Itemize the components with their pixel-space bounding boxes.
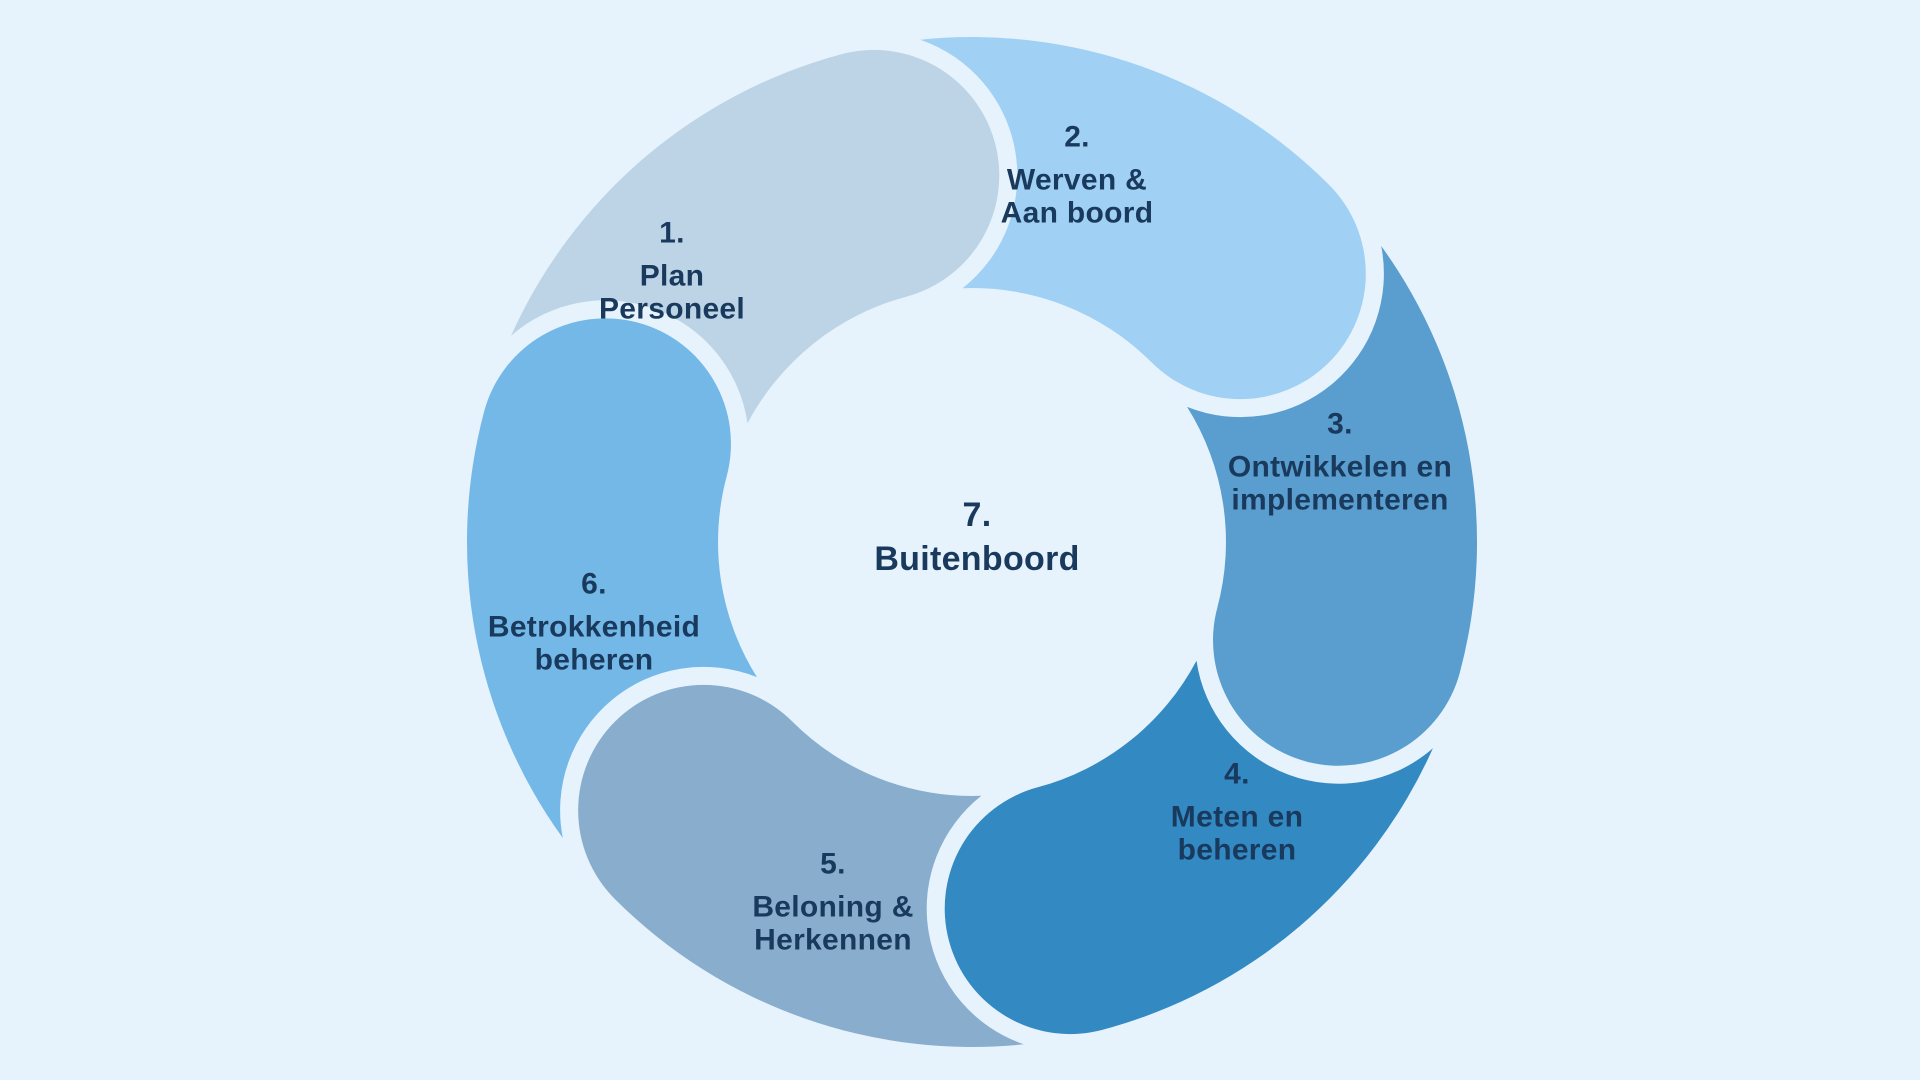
- segment-3-shape: [1187, 246, 1478, 766]
- segment-4-shape: [944, 660, 1433, 1035]
- segment-4-number: 4.: [1224, 757, 1250, 791]
- segment-5-number: 5.: [820, 847, 846, 881]
- segment-4-title-line: beheren: [1177, 833, 1297, 867]
- segment-6-number: 6.: [581, 567, 607, 601]
- segment-3-title-line: Ontwikkelen en: [1227, 450, 1453, 484]
- segment-2-shape: [920, 37, 1366, 400]
- segment-1-title-line: Personeel: [598, 292, 746, 326]
- segment-6-title-line: beheren: [534, 643, 654, 677]
- segment-5-label: 5. Beloning & Herkennen: [752, 848, 913, 957]
- segment-1-title-line: Plan: [639, 259, 705, 293]
- segment-4-label: 4. Meten en beheren: [1171, 758, 1303, 867]
- center-label: 7. Buitenboord: [874, 495, 1079, 579]
- segment-5-shape: [578, 684, 1024, 1047]
- center-title: Buitenboord: [874, 540, 1080, 578]
- segment-2-title-line: Aan boord: [1000, 196, 1154, 230]
- segment-3-title-line: implementeren: [1231, 483, 1449, 517]
- segment-6-shape: [466, 318, 757, 838]
- segment-1-shape: [511, 49, 1000, 424]
- segment-2-number: 2.: [1064, 120, 1090, 154]
- segment-3-number: 3.: [1327, 407, 1353, 441]
- segment-6-label: 6. Betrokkenheid beheren: [488, 568, 700, 677]
- segment-2-label: 2. Werven & Aan boord: [1001, 121, 1154, 230]
- segment-5-title-line: Herkennen: [754, 923, 912, 957]
- segment-2-title-line: Werven &: [1006, 163, 1148, 197]
- segment-1-number: 1.: [659, 216, 685, 250]
- segment-4-title-line: Meten en: [1170, 800, 1304, 834]
- segment-3-label: 3. Ontwikkelen en implementeren: [1228, 408, 1452, 517]
- center-number: 7.: [962, 496, 992, 534]
- segment-1-label: 1. Plan Personeel: [599, 217, 745, 326]
- segment-5-title-line: Beloning &: [752, 890, 914, 924]
- segment-6-title-line: Betrokkenheid: [487, 610, 701, 644]
